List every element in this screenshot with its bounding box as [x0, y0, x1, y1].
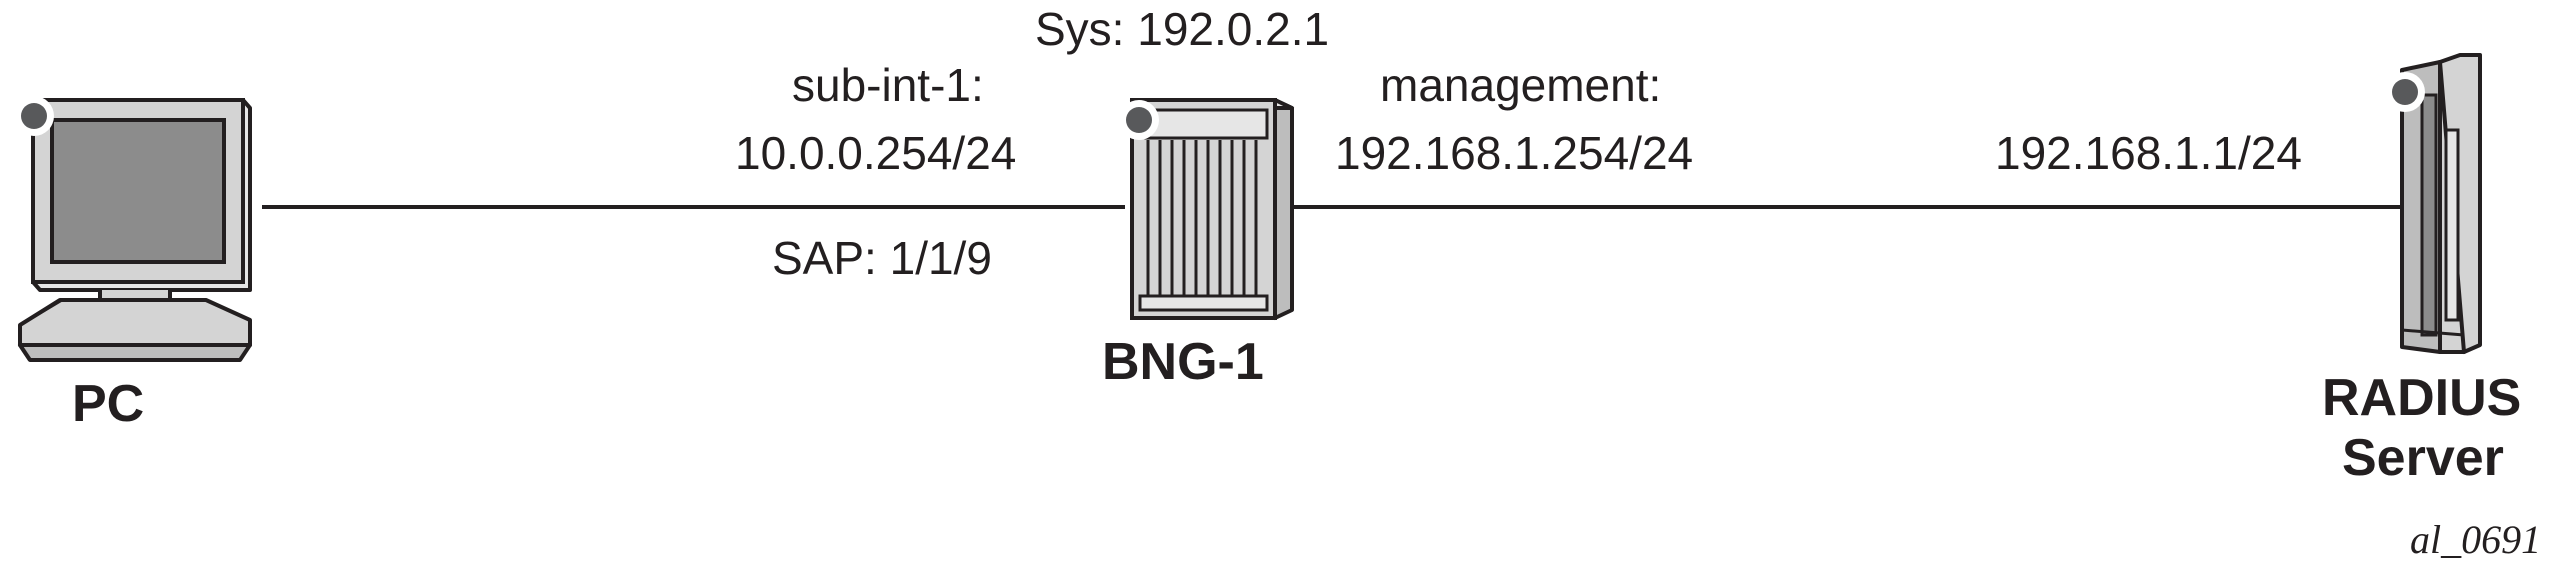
pc-bng-iface-label: sub-int-1: — [792, 59, 984, 111]
pc-bng-sap-label: SAP: 1/1/9 — [772, 232, 992, 284]
radius-label-line1: RADIUS — [2322, 369, 2522, 427]
radius-ip-label: 192.168.1.1/24 — [1995, 127, 2302, 179]
radius-label-line2: Server — [2342, 429, 2504, 487]
router-icon — [1119, 98, 1294, 320]
bng-radius-iface-label: management: — [1380, 59, 1662, 111]
server-icon — [2385, 53, 2482, 354]
pc-label: PC — [72, 375, 145, 433]
figure-id: al_0691 — [2410, 517, 2542, 562]
pc-bng-ip-label: 10.0.0.254/24 — [735, 127, 1017, 179]
bng-radius-ip-label: 192.168.1.254/24 — [1335, 127, 1694, 179]
bng-sys-label: Sys: 192.0.2.1 — [1035, 3, 1330, 55]
bng-label: BNG-1 — [1102, 333, 1264, 391]
pc-icon — [14, 96, 252, 362]
